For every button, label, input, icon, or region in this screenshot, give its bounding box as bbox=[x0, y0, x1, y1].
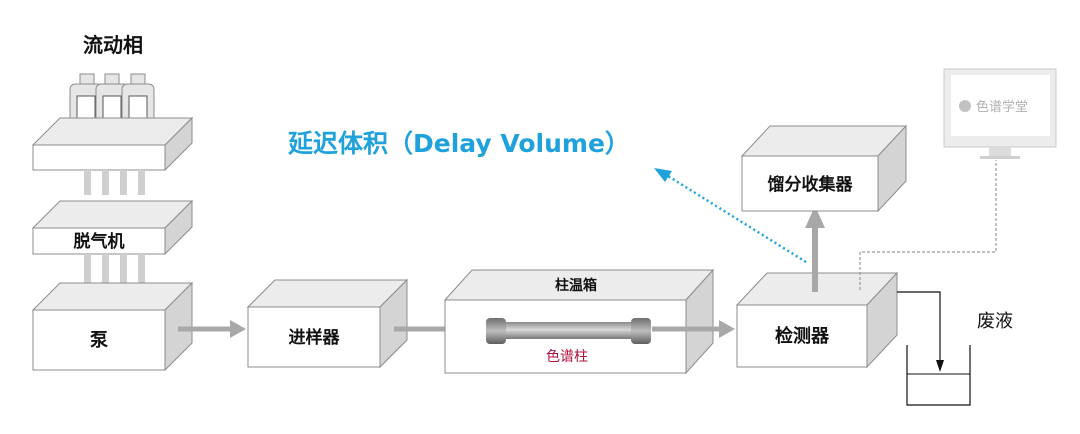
delay-volume-label: 延迟体积（Delay Volume） bbox=[287, 129, 630, 158]
waste-container bbox=[906, 345, 971, 406]
signal-cable bbox=[859, 160, 997, 290]
delay-volume-arrow bbox=[654, 168, 807, 264]
waste-label: 废液 bbox=[977, 311, 1013, 332]
solvent-lines-upper bbox=[84, 170, 145, 195]
column-label: 色谱柱 bbox=[546, 348, 588, 365]
pump-label: 泵 bbox=[90, 330, 108, 351]
degasser-label: 脱气机 bbox=[74, 231, 125, 252]
pump-box: 泵 bbox=[31, 281, 194, 372]
waste-line bbox=[897, 291, 944, 372]
monitor-brand-text: 色谱学堂 bbox=[976, 99, 1028, 115]
solvent-tray bbox=[31, 116, 194, 172]
fraction-collector-label: 馏分收集器 bbox=[768, 174, 854, 195]
monitor-icon: 色谱学堂 bbox=[943, 68, 1057, 159]
column-icon: 色谱柱 bbox=[486, 318, 651, 365]
flow-arrow bbox=[805, 206, 825, 292]
solvent-lines-lower bbox=[84, 254, 145, 284]
brand-logo-icon bbox=[959, 100, 971, 112]
detector-label: 检测器 bbox=[775, 325, 830, 347]
mobile-phase-title: 流动相 bbox=[83, 33, 143, 57]
fraction-collector-box: 馏分收集器 bbox=[740, 124, 908, 213]
injector-label: 进样器 bbox=[289, 327, 341, 348]
flow-arrow bbox=[652, 320, 735, 338]
detector-box: 检测器 bbox=[735, 271, 899, 369]
degasser-box: 脱气机 bbox=[31, 199, 194, 256]
injector-box: 进样器 bbox=[246, 278, 409, 369]
column-oven-label: 柱温箱 bbox=[555, 277, 597, 294]
flow-arrow bbox=[178, 320, 246, 338]
